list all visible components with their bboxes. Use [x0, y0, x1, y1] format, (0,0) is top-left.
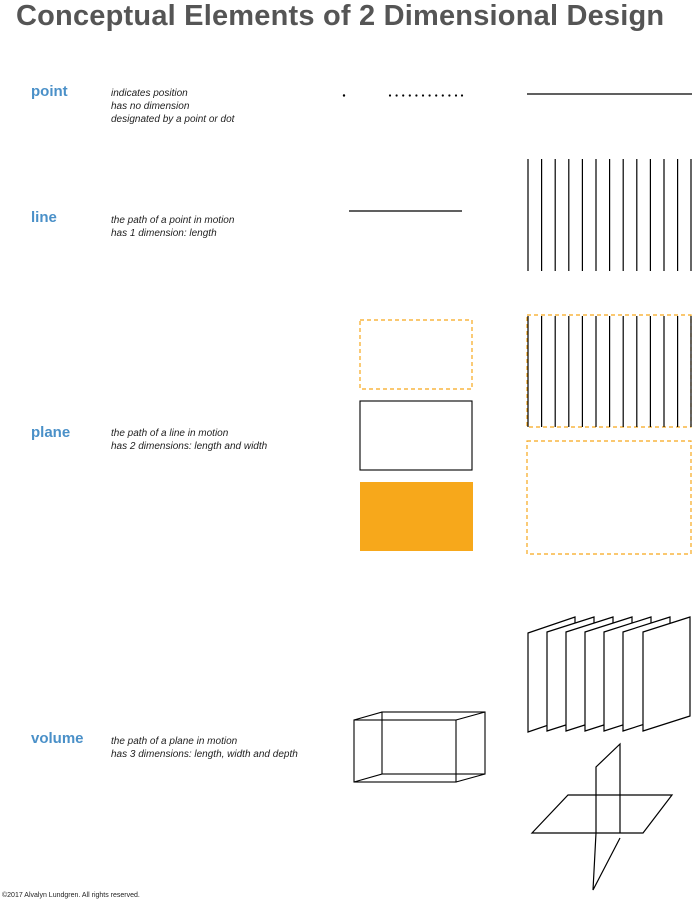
- description-line: the path of a line in motion: [111, 428, 229, 439]
- description-volume: the path of a plane in motion has 3 dime…: [111, 735, 298, 761]
- description-line: the path of a point in motion: [111, 215, 235, 226]
- description-line-element: the path of a point in motion has 1 dime…: [111, 214, 234, 240]
- term-point: point: [31, 83, 68, 100]
- description-line: has 1 dimension: length: [111, 228, 217, 239]
- copyright-notice: ©2017 Alvalyn Lundgren. All rights reser…: [2, 892, 140, 899]
- plane-vertical-lines: [527, 316, 692, 427]
- page-title: Conceptual Elements of 2 Dimensional Des…: [16, 0, 665, 32]
- description-line: has no dimension: [111, 101, 190, 112]
- description-line: has 2 dimensions: length and width: [111, 441, 268, 452]
- outlined-plane: [359, 400, 473, 471]
- term-line: line: [31, 209, 57, 226]
- description-point: indicates position has no dimension desi…: [111, 87, 234, 126]
- wireframe-box: [353, 711, 486, 783]
- filled-plane: [360, 482, 473, 551]
- stacked-planes: [527, 616, 691, 733]
- term-plane: plane: [31, 424, 71, 441]
- description-line: designated by a point or dot: [111, 114, 235, 125]
- dotted-line: [388, 94, 464, 97]
- single-dot: [342, 94, 346, 97]
- dashed-large-plane: [526, 440, 692, 555]
- description-line: the path of a plane in motion: [111, 736, 238, 747]
- description-plane: the path of a line in motion has 2 dimen…: [111, 427, 267, 453]
- description-line: has 3 dimensions: length, width and dept…: [111, 749, 298, 760]
- dashed-plane: [359, 319, 473, 390]
- term-volume: volume: [31, 730, 84, 747]
- intersecting-planes: [530, 742, 674, 891]
- description-line: indicates position: [111, 88, 188, 99]
- vertical-lines: [527, 159, 692, 271]
